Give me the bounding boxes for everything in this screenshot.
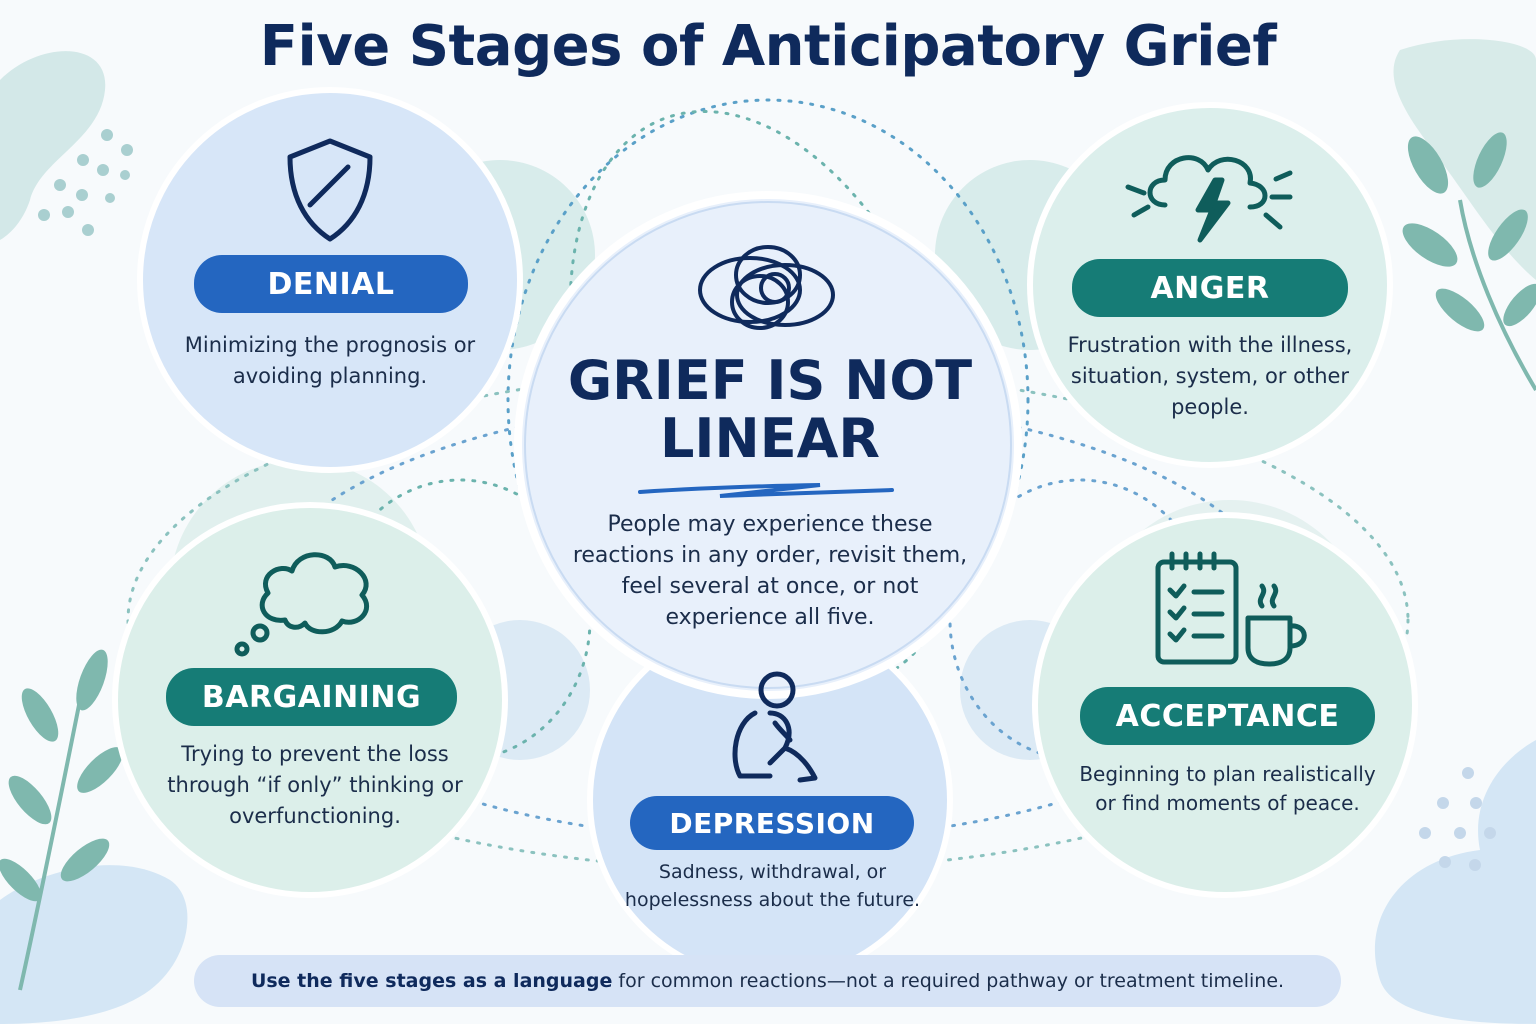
- center-title: GRIEF IS NOT LINEAR: [520, 352, 1020, 468]
- center-title-line1: GRIEF IS NOT: [567, 349, 973, 412]
- bargaining-label: BARGAINING: [166, 668, 457, 726]
- storm-cloud-icon: [1125, 155, 1293, 243]
- bottom-right-blob: [1374, 740, 1536, 1024]
- underline-swoosh: [638, 483, 894, 498]
- top-right-leaves: [1402, 132, 1536, 392]
- bottom-right-dots: [1419, 767, 1496, 871]
- anger-description: Frustration with the illness, situation,…: [1067, 333, 1353, 419]
- bargaining-description: Trying to prevent the loss through “if o…: [167, 742, 463, 828]
- acceptance-description: Beginning to plan realistically or find …: [1079, 762, 1376, 815]
- top-left-blob: [0, 51, 106, 240]
- sitting-person-icon: [732, 671, 818, 783]
- denial-label: DENIAL: [194, 255, 468, 313]
- thought-bubble-icon: [234, 552, 370, 657]
- footer-note: Use the five stages as a language for co…: [194, 955, 1341, 1007]
- center-description: People may experience these reactions in…: [572, 512, 968, 630]
- bottom-left-leaves: [0, 649, 123, 991]
- shield-icon: [287, 138, 373, 242]
- anger-label: ANGER: [1072, 259, 1348, 317]
- center-circle: [514, 191, 1022, 699]
- center-title-line2: LINEAR: [660, 407, 880, 470]
- depression-label: DEPRESSION: [630, 796, 914, 850]
- top-left-dots: [38, 129, 133, 236]
- acceptance-label: ACCEPTANCE: [1080, 687, 1375, 745]
- page-title: Five Stages of Anticipatory Grief: [259, 14, 1277, 79]
- checklist-and-cup-icon: [1155, 551, 1307, 667]
- footer-rest: for common reactions—not a required path…: [612, 970, 1285, 992]
- denial-description: Minimizing the prognosis or avoiding pla…: [184, 333, 476, 388]
- depression-description: Sadness, withdrawal, or hopelessness abo…: [624, 861, 921, 911]
- top-right-blob: [1393, 39, 1536, 281]
- bottom-left-blob: [0, 865, 188, 1024]
- tangled-scribble-icon: [698, 245, 835, 330]
- footer-bold: Use the five stages as a language: [250, 970, 613, 992]
